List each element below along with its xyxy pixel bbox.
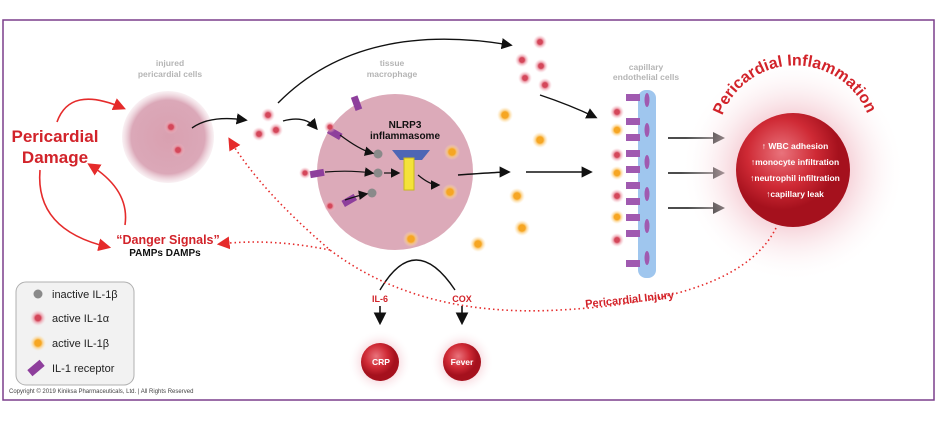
- arrow-to-top-cluster: [277, 38, 513, 104]
- legend-item-inactive-il1b: inactive IL-1β: [52, 289, 118, 301]
- capillary-endothelium: [626, 90, 656, 278]
- il1-receptor-icon: [27, 359, 45, 377]
- legend-item-il1-receptor: IL-1 receptor: [52, 363, 115, 375]
- inflammation-node: [736, 113, 850, 227]
- pericardial-injury-to-signals-arrow: [216, 236, 331, 251]
- arrow-to-macrophage: [282, 117, 318, 131]
- effect-wbc-adhesion: ↑ WBC adhesion: [762, 141, 829, 151]
- arrow-signal: [344, 190, 369, 201]
- macrophage-label-2: macrophage: [367, 69, 418, 79]
- active-il1b-icon: [444, 144, 460, 160]
- active-il1a-icon: [324, 121, 336, 133]
- effect-capillary-leak: ↑capillary leak: [766, 189, 824, 199]
- active-il1a-icon: [30, 310, 46, 326]
- inactive-il1b-icon: [373, 168, 383, 178]
- fever-label: Fever: [451, 357, 474, 367]
- crp-label: CRP: [372, 357, 390, 367]
- arrow-release: [191, 113, 248, 129]
- active-il1a-icon: [515, 53, 529, 67]
- nlrp3-label: NLRP3: [389, 120, 422, 131]
- pericardial-damage-label-2: Damage: [22, 148, 88, 167]
- arrow-signal: [339, 134, 375, 156]
- active-il1a-icon: [533, 35, 547, 49]
- arrow-signal: [324, 167, 375, 177]
- injured-cells-label: injured: [156, 58, 184, 68]
- inflammasome-label: inflammasome: [370, 131, 440, 142]
- arrow-secretion: [457, 166, 511, 178]
- effect-neutrophil-infiltration: ↑neutrophil infiltration: [750, 173, 840, 183]
- arrow-damage-to-cells: [56, 98, 126, 123]
- active-il1a-icon: [538, 78, 552, 92]
- branch-arc: [379, 259, 456, 291]
- active-il1a-icon: [324, 200, 336, 212]
- fever-node: [443, 343, 481, 381]
- active-il1a-icon: [610, 148, 624, 162]
- arrow-damage-to-signals: [38, 169, 112, 252]
- active-il1b-icon: [30, 335, 46, 351]
- danger-signals-label: “Danger Signals”: [116, 233, 220, 247]
- legend-item-active-il1b: active IL-1β: [52, 338, 109, 350]
- active-il1b-icon: [442, 184, 458, 200]
- active-il1b-icon: [509, 188, 525, 204]
- active-il1a-icon: [252, 127, 266, 141]
- legend: inactive IL-1β active IL-1α active IL-1β…: [15, 281, 135, 386]
- pamps-damps-label: PAMPs DAMPs: [129, 248, 201, 259]
- inactive-il1b-icon: [33, 289, 43, 299]
- il1-receptor-icon: [309, 168, 325, 179]
- active-il1b-icon: [610, 210, 624, 224]
- active-il1a-icon: [269, 123, 283, 137]
- endothelial-label: capillary: [629, 62, 664, 72]
- active-il1b-icon: [403, 231, 419, 247]
- pericardial-injury-label: Pericardial Injury: [585, 289, 676, 310]
- effect-monocyte-infiltration: ↑monocyte infiltration: [751, 157, 839, 167]
- il6-label: IL-6: [372, 294, 388, 304]
- cox-label: COX: [452, 294, 472, 304]
- arrow-to-endothelium: [539, 94, 598, 119]
- legend-item-active-il1a: active IL-1α: [52, 313, 110, 325]
- endothelial-label-2: endothelial cells: [613, 72, 679, 82]
- injured-pericardial-cell: [122, 91, 214, 183]
- active-il1a-icon: [610, 233, 624, 247]
- arrow-signals-to-damage: [87, 163, 127, 226]
- injured-cells-label-2: pericardial cells: [138, 69, 203, 79]
- nlrp3-inflammasome-icon: [392, 150, 430, 191]
- crp-node: [361, 343, 399, 381]
- inactive-il1b-icon: [367, 188, 377, 198]
- il1-receptor-icon: [350, 95, 363, 111]
- active-il1b-icon: [610, 166, 624, 180]
- active-il1b-icon: [514, 220, 530, 236]
- active-il1a-icon: [261, 108, 275, 122]
- active-il1a-icon: [610, 105, 624, 119]
- tissue-macrophage: [317, 94, 473, 250]
- active-il1b-icon: [532, 132, 548, 148]
- arrow-signal: [417, 174, 441, 190]
- active-il1a-icon: [164, 120, 178, 134]
- pericardial-damage-label: Pericardial: [12, 127, 99, 146]
- macrophage-label: tissue: [380, 58, 405, 68]
- active-il1a-icon: [518, 71, 532, 85]
- inactive-il1b-icon: [373, 149, 383, 159]
- active-il1b-icon: [470, 236, 486, 252]
- active-il1a-icon: [299, 167, 311, 179]
- frame-border: [2, 19, 935, 401]
- active-il1b-icon: [610, 123, 624, 137]
- active-il1a-icon: [610, 189, 624, 203]
- active-il1a-icon: [171, 143, 185, 157]
- copyright: Copyright © 2019 Kiniksa Pharmaceuticals…: [9, 388, 193, 395]
- active-il1b-icon: [497, 107, 513, 123]
- pericardial-injury-feedback-arrow: [228, 137, 777, 312]
- active-il1a-icon: [534, 59, 548, 73]
